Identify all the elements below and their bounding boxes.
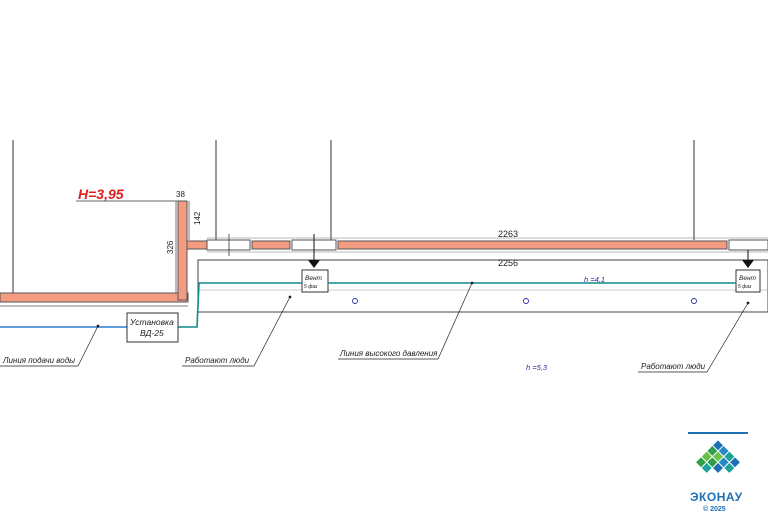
high-pressure-line bbox=[172, 282, 302, 328]
valve-left-box bbox=[301, 269, 329, 293]
logo-copyright: © 2025 bbox=[703, 505, 726, 513]
leader-high-pressure bbox=[437, 282, 473, 360]
leader-ice-1 bbox=[253, 296, 291, 367]
unit-vd25-box bbox=[126, 312, 179, 343]
leader-supply-dot bbox=[96, 324, 100, 328]
valve-left-label-1: Вент bbox=[305, 275, 323, 282]
drain-marker-1 bbox=[352, 298, 358, 304]
valve-right-label-1: Вент bbox=[739, 275, 757, 282]
dim-326: 326 bbox=[166, 240, 175, 254]
leader-ice-1-dot bbox=[288, 295, 292, 299]
elevation-annotation-2: h =5,3 bbox=[526, 363, 548, 372]
leader-high-pressure-dot bbox=[470, 281, 474, 285]
leader-supply bbox=[77, 325, 99, 367]
wall-segment-3 bbox=[337, 240, 728, 250]
wall-horizontal-left bbox=[0, 292, 189, 303]
dim-142: 142 bbox=[193, 211, 202, 225]
wall-segment-2 bbox=[251, 240, 291, 250]
callout-ice-1: Работают люди bbox=[185, 356, 250, 365]
unit-vd25-label-1: Установка bbox=[129, 317, 174, 327]
dim-38: 38 bbox=[176, 190, 185, 199]
logo-mark-icon bbox=[696, 440, 740, 473]
callout-supply: Линия подачи воды bbox=[2, 356, 75, 365]
room-outline bbox=[197, 259, 768, 313]
wall-opening-1 bbox=[206, 239, 251, 251]
drain-marker-3 bbox=[691, 298, 697, 304]
wall-vertical bbox=[177, 200, 188, 301]
dim-2256: 2256 bbox=[498, 258, 518, 268]
drain-marker-2 bbox=[523, 298, 529, 304]
valve-left-arrow bbox=[308, 260, 320, 268]
econau-logo: ЭКОНАУ © 2025 bbox=[688, 432, 748, 513]
valve-right-box bbox=[735, 269, 761, 293]
callout-high-pressure: Линия высокого давления bbox=[339, 349, 438, 358]
elevation-annotation-1: h =4,1 bbox=[584, 275, 605, 284]
wall-opening-3 bbox=[728, 239, 768, 251]
dim-2263: 2263 bbox=[498, 229, 518, 239]
unit-vd25-label-2: ВД-25 bbox=[140, 328, 164, 338]
callout-ice-2: Работают люди bbox=[641, 362, 706, 371]
logo-name: ЭКОНАУ bbox=[690, 490, 743, 504]
valve-right-label-2: 5 фаз bbox=[738, 284, 752, 290]
elevation-label: H=3,95 bbox=[78, 186, 124, 202]
leader-ice-2 bbox=[706, 302, 749, 373]
valve-left-label-2: 5 фаз bbox=[304, 284, 318, 290]
valve-right-arrow bbox=[742, 260, 754, 268]
leader-ice-2-dot bbox=[746, 301, 750, 305]
wall-stub bbox=[186, 240, 208, 250]
